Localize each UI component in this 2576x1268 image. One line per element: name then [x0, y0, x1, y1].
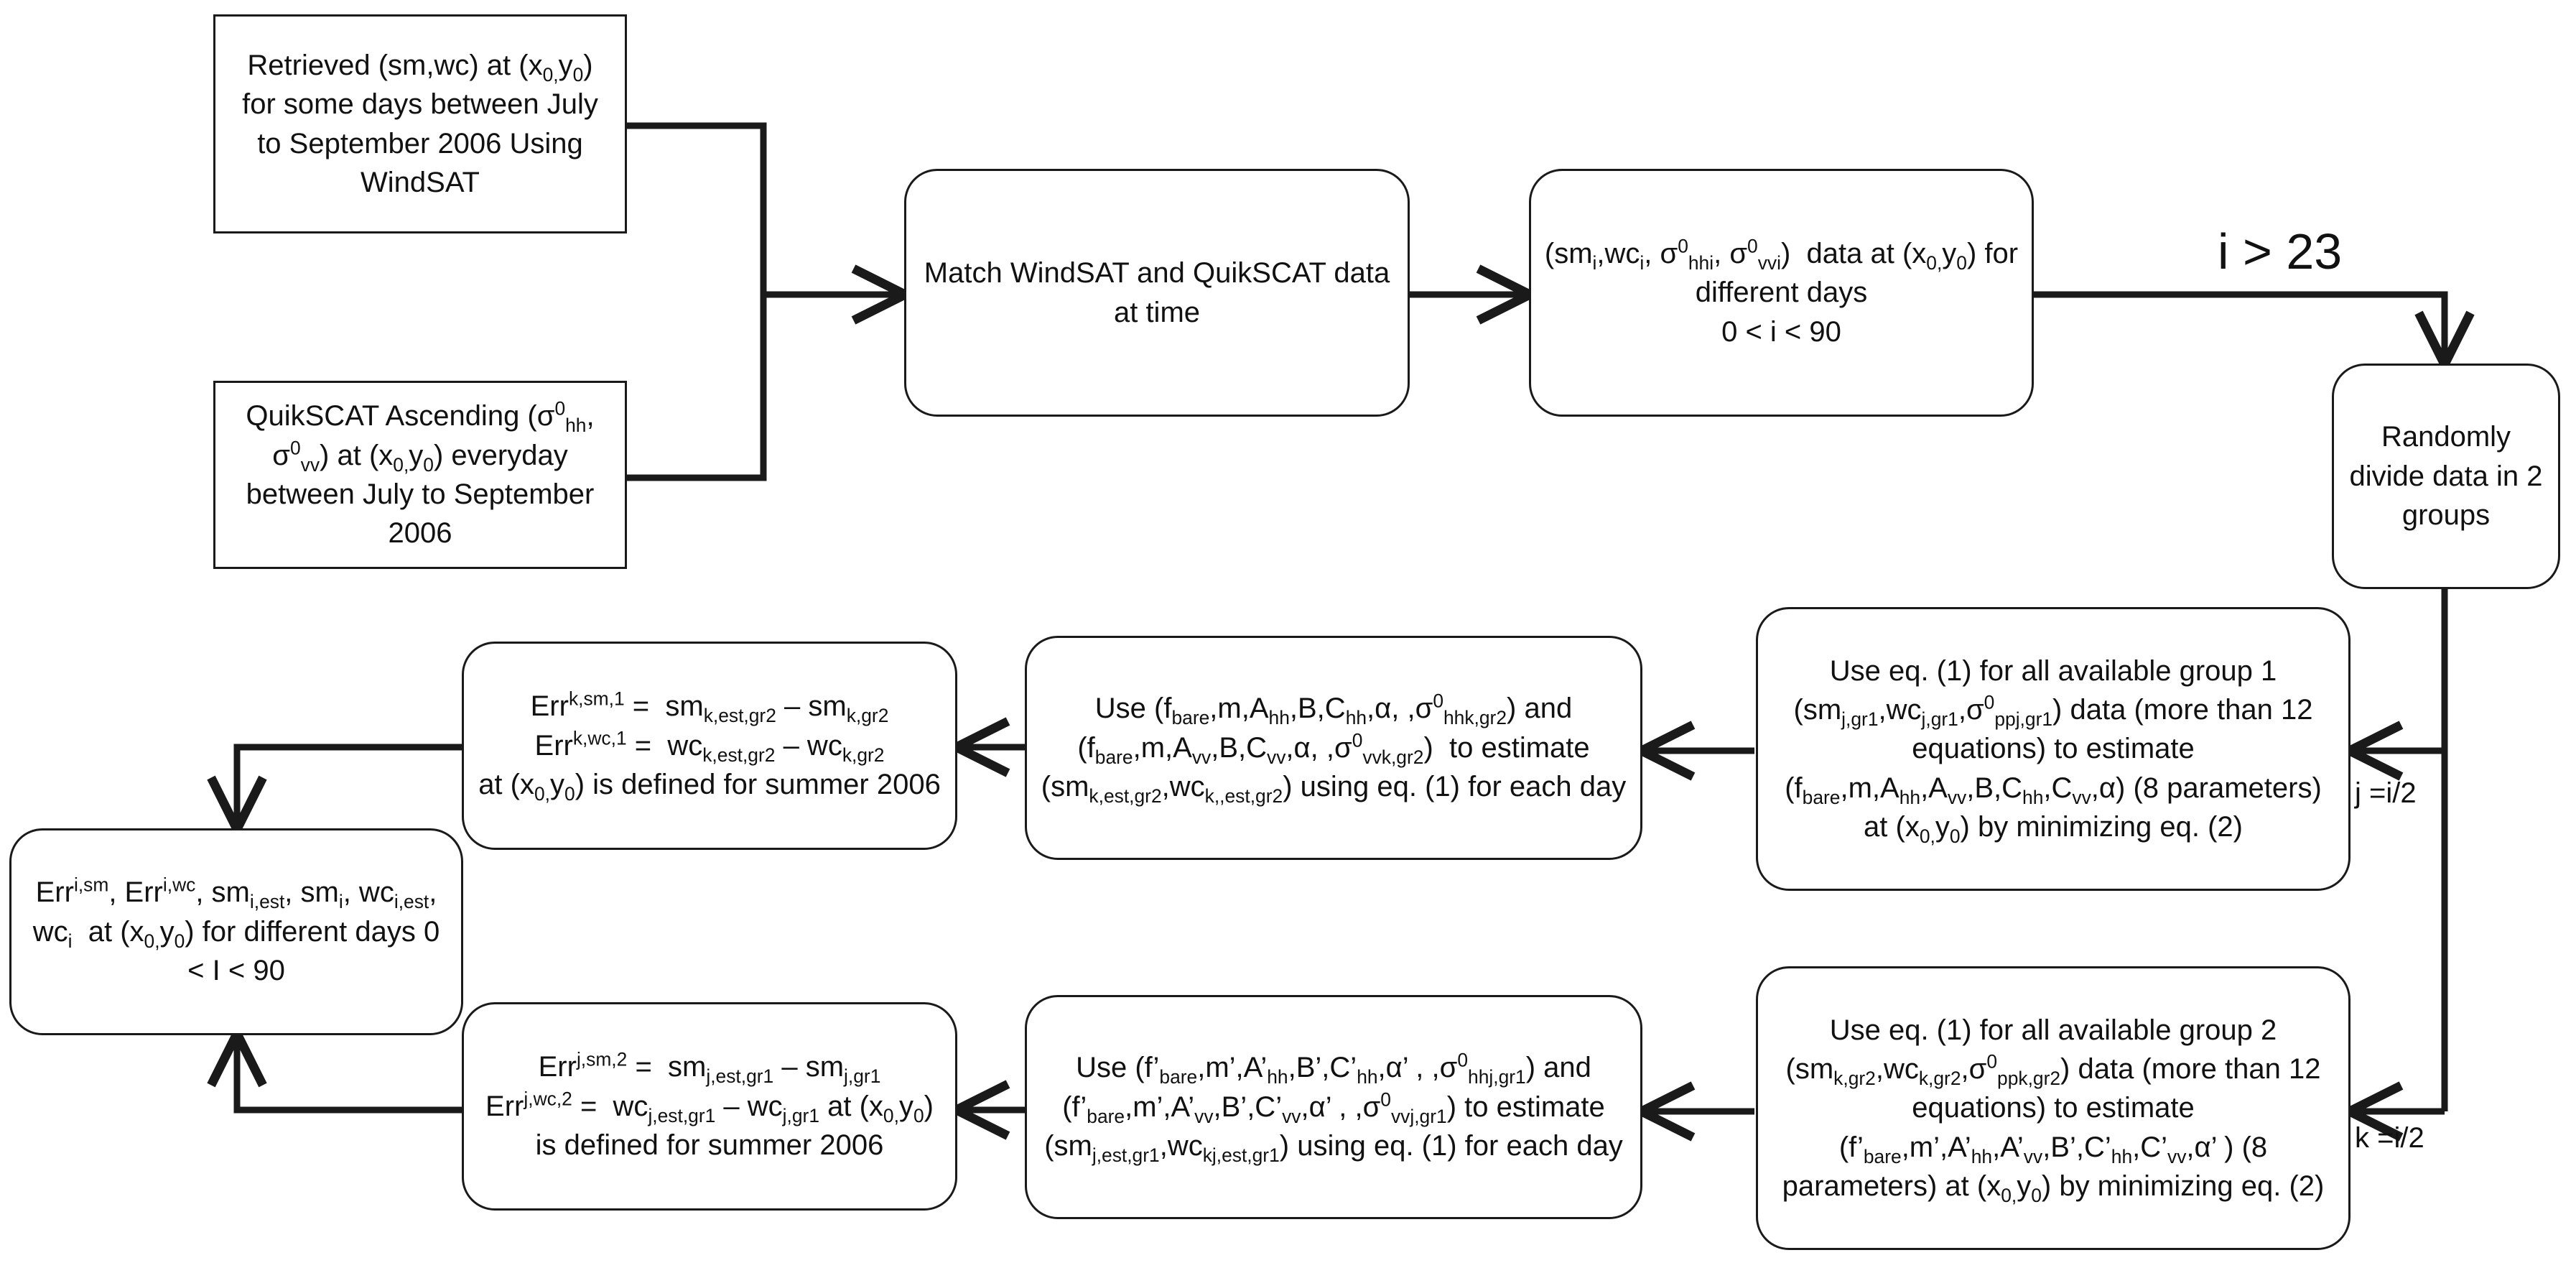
arrow-matched-to-divide [2034, 291, 2445, 361]
matched-data-text: (smi,wci, σ0hhi, σ0vvi) data at (x0,y0) … [1544, 235, 2019, 348]
group2-fit-box: Use eq. (1) for all available group 2 (s… [1756, 966, 2351, 1250]
randomly-divide-text: Randomly divide data in 2 groups [2349, 421, 2543, 532]
group2-fit-text: Use eq. (1) for all available group 2 (s… [1782, 1014, 2325, 1207]
connector-windsat-merge [627, 122, 767, 295]
arrow-error-j-to-final [237, 1037, 462, 1114]
final-output-text: Erri,sm, Erri,wc, smi,est, smi, wci,est,… [32, 874, 440, 987]
estimate-gr2-box: Use (fbare,m,Ahh,B,Chh,α, ,σ0hhk,gr2) an… [1025, 636, 1642, 860]
group2-size-label: k =i/2 [2355, 1122, 2424, 1154]
match-data-text: Match WindSAT and QuikSCAT data at time [924, 257, 1390, 328]
arrow-error-k-to-final [237, 744, 462, 826]
estimate-gr1-text: Use (f’bare,m’,A’hh,B’,C’hh,α’ , ,σ0hhj,… [1044, 1050, 1623, 1167]
windsat-retrieval-box: Retrieved (sm,wc) at (x0,y0) for some da… [213, 14, 627, 233]
final-output-box: Erri,sm, Erri,wc, smi,est, smi, wci,est,… [9, 828, 463, 1035]
group1-fit-box: Use eq. (1) for all available group 1 (s… [1756, 607, 2351, 891]
estimate-gr2-text: Use (fbare,m,Ahh,B,Chh,α, ,σ0hhk,gr2) an… [1041, 690, 1627, 807]
windsat-retrieval-text: Retrieved (sm,wc) at (x0,y0) for some da… [242, 49, 598, 198]
quikscat-ascending-box: QuikSCAT Ascending (σ0hh, σ0vv) at (x0,y… [213, 381, 627, 569]
match-data-box: Match WindSAT and QuikSCAT data at time [904, 169, 1410, 417]
connector-quikscat-merge [627, 295, 767, 481]
group1-fit-text: Use eq. (1) for all available group 1 (s… [1785, 654, 2322, 848]
matched-data-box: (smi,wci, σ0hhi, σ0vvi) data at (x0,y0) … [1529, 169, 2034, 417]
quikscat-ascending-text: QuikSCAT Ascending (σ0hh, σ0vv) at (x0,y… [246, 397, 595, 550]
estimate-gr1-box: Use (f’bare,m’,A’hh,B’,C’hh,α’ , ,σ0hhj,… [1025, 995, 1642, 1219]
threshold-label: i > 23 [2218, 223, 2343, 279]
randomly-divide-box: Randomly divide data in 2 groups [2332, 364, 2560, 589]
group1-size-label: j =i/2 [2355, 777, 2417, 809]
